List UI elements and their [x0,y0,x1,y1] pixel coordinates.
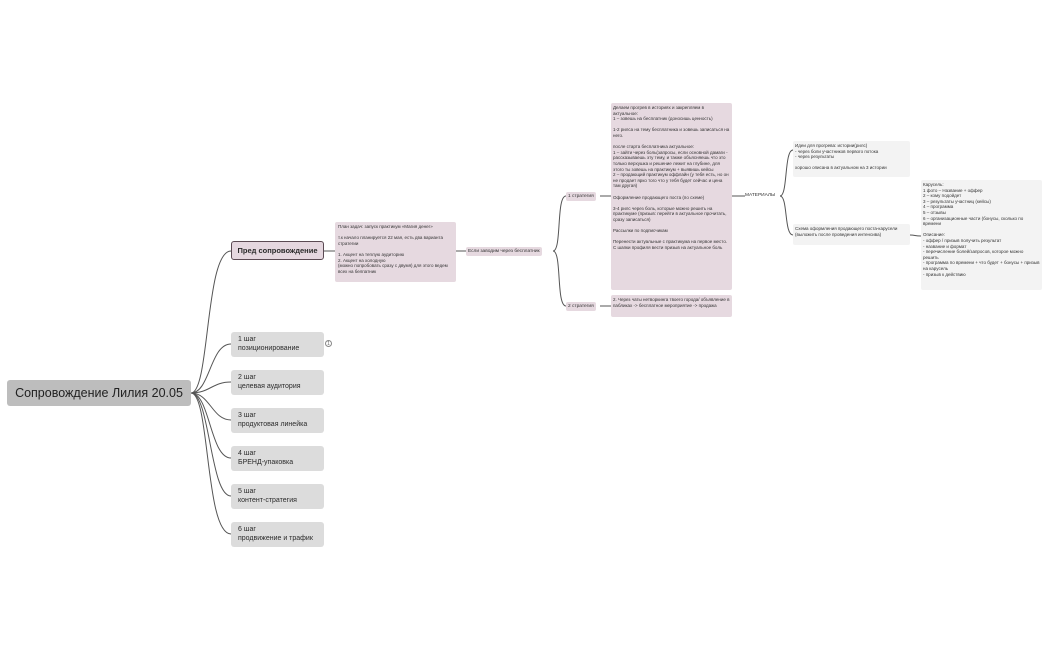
root-label: Сопровождение Лилия 20.05 [15,386,183,400]
strategy-2-node[interactable]: 2 стратегия [566,302,596,311]
scheme-node[interactable]: Схема оформления продающего поста-карусе… [793,224,910,245]
step-2-node[interactable]: 2 шаг целевая аудитория [231,370,324,395]
strategy-1-node[interactable]: 1 стратегия [566,192,596,201]
collapsed-count-badge[interactable]: 1 [325,340,332,347]
plan-node[interactable]: План задач: запуск практикум «Магия дене… [335,222,456,282]
strategy-2-text-node[interactable]: 2. Через чаты нетворкинга твоего города/… [611,295,732,317]
pre-support-node[interactable]: Пред сопровождение [231,241,324,260]
carousel-node[interactable]: Карусель: 1 фото – Название + оффер 2 – … [921,180,1042,290]
step-4-node[interactable]: 4 шаг БРЕНД-упаковка [231,446,324,471]
strategy-1-text-node[interactable]: Делаем прогрев в историях и закрепляем в… [611,103,732,290]
step-3-node[interactable]: 3 шаг продуктовая линейка [231,408,324,433]
ideas-node[interactable]: Идеи для прогрева: истории(рилс) - через… [793,141,910,177]
step-1-node[interactable]: 1 шаг позиционирование [231,332,324,357]
materials-node[interactable]: МАТЕРИАЛЫ [745,193,776,198]
step-6-node[interactable]: 6 шаг продвижение и трафик [231,522,324,547]
if-free-node[interactable]: Если заводим через бесплатник [466,247,542,256]
step-5-node[interactable]: 5 шаг контент-стратегия [231,484,324,509]
pre-support-label: Пред сопровождение [237,246,318,255]
root-node[interactable]: Сопровождение Лилия 20.05 [7,380,191,406]
